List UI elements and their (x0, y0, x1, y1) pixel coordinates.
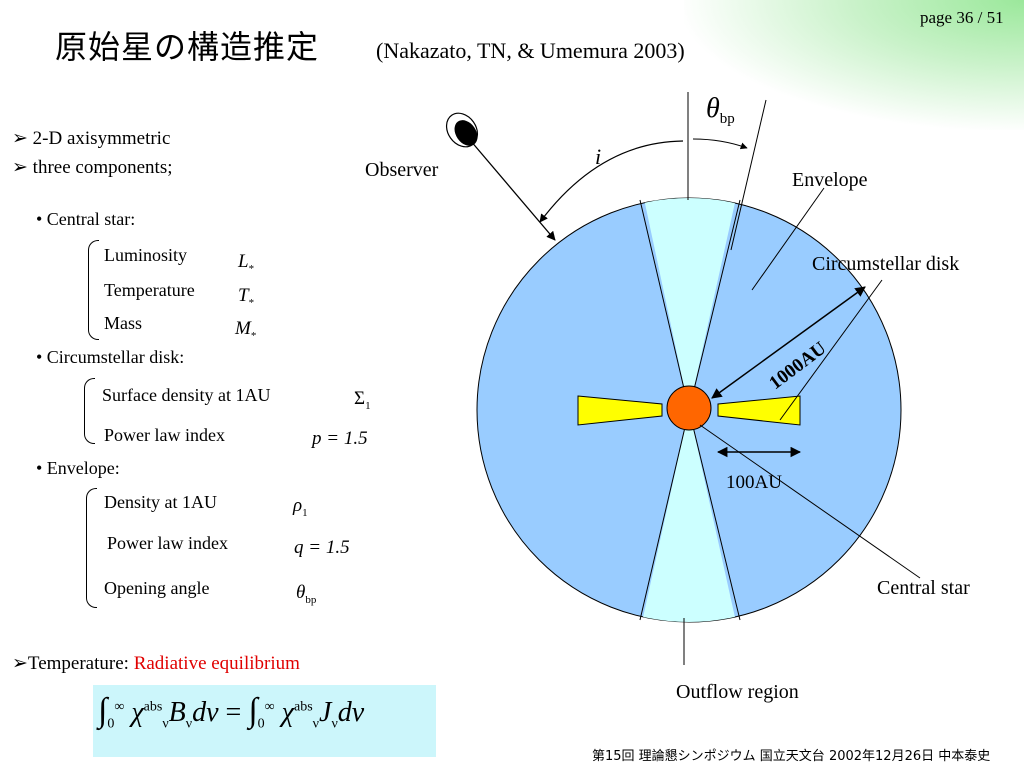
bullet-text: three components; (32, 157, 173, 178)
radiative-equilibrium: Radiative equilibrium (133, 653, 300, 674)
inclination-arrow (539, 140, 684, 223)
disk-left (577, 395, 663, 426)
param-opening-angle: Opening angle (104, 578, 210, 598)
bullet-marker: ➢ (12, 128, 28, 149)
symbol-mass: M* (235, 318, 257, 342)
inclination-label: i (595, 144, 601, 169)
symbol-theta-bp: θbp (296, 582, 317, 606)
temperature-line: ➢Temperature: Radiative equilibrium (12, 652, 300, 675)
outflow-cone-top (640, 198, 740, 410)
disk-right (717, 395, 801, 426)
central-star-circle (666, 385, 712, 431)
observer-label: Observer (365, 159, 439, 181)
equation-q: q = 1.5 (294, 537, 350, 558)
envelope-label: Envelope (792, 169, 868, 191)
opening-angle-line (730, 99, 767, 251)
background-glow (684, 0, 1024, 130)
bullet-marker: ➢ (12, 157, 28, 178)
theta-bp-label: θbp (706, 93, 735, 127)
page-number: page 36 / 51 (920, 8, 1004, 27)
bullet-marker: ➢ (12, 653, 28, 674)
param-surface-density: Surface density at 1AU (102, 385, 271, 405)
citation: (Nakazato, TN, & Umemura 2003) (376, 38, 685, 63)
param-density: Density at 1AU (104, 492, 217, 512)
central-star-heading: • Central star: (36, 209, 136, 229)
param-mass: Mass (104, 313, 143, 333)
theta-bp-arrow (692, 138, 748, 150)
envelope-heading: • Envelope: (36, 458, 120, 478)
symbol-sigma: Σ1 (354, 388, 371, 412)
bullet-components: ➢ three components; (12, 156, 173, 179)
scale-100au-label: 100AU (726, 472, 782, 493)
outflow-region-label: Outflow region (676, 681, 799, 703)
equation-p: p = 1.5 (312, 428, 368, 449)
disk-heading: • Circumstellar disk: (36, 347, 185, 367)
radiative-equilibrium-equation: ∫0∞ χabsνBνdν = ∫0∞ χabsνJνdν (98, 692, 365, 732)
scale-1000au-arrow (711, 286, 866, 399)
symbol-rho: ρ1 (293, 495, 308, 519)
symbol-luminosity: L* (238, 251, 255, 275)
param-luminosity: Luminosity (104, 245, 188, 265)
outflow-cone-bottom (638, 410, 740, 622)
temperature-prefix: Temperature: (27, 653, 134, 674)
param-temperature: Temperature (104, 280, 195, 300)
observer-pupil (454, 120, 478, 146)
param-envelope-power-law: Power law index (107, 533, 228, 553)
bullet-axisymmetric: ➢ 2-D axisymmetric (12, 127, 170, 150)
envelope-leader (751, 187, 825, 291)
slide-title: 原始星の構造推定 (55, 28, 320, 66)
param-disk-power-law: Power law index (104, 425, 225, 445)
central-star-label: Central star (877, 577, 970, 599)
circumstellar-disk-label: Circumstellar disk (812, 253, 959, 275)
footer: 第15回 理論懇シンポジウム 国立天文台 2002年12月26日 中本泰史 (592, 749, 991, 764)
bullet-text: 2-D axisymmetric (32, 128, 171, 149)
symbol-temperature: T* (238, 285, 255, 309)
line-of-sight-arrow (469, 139, 556, 241)
equation-box (93, 685, 436, 757)
